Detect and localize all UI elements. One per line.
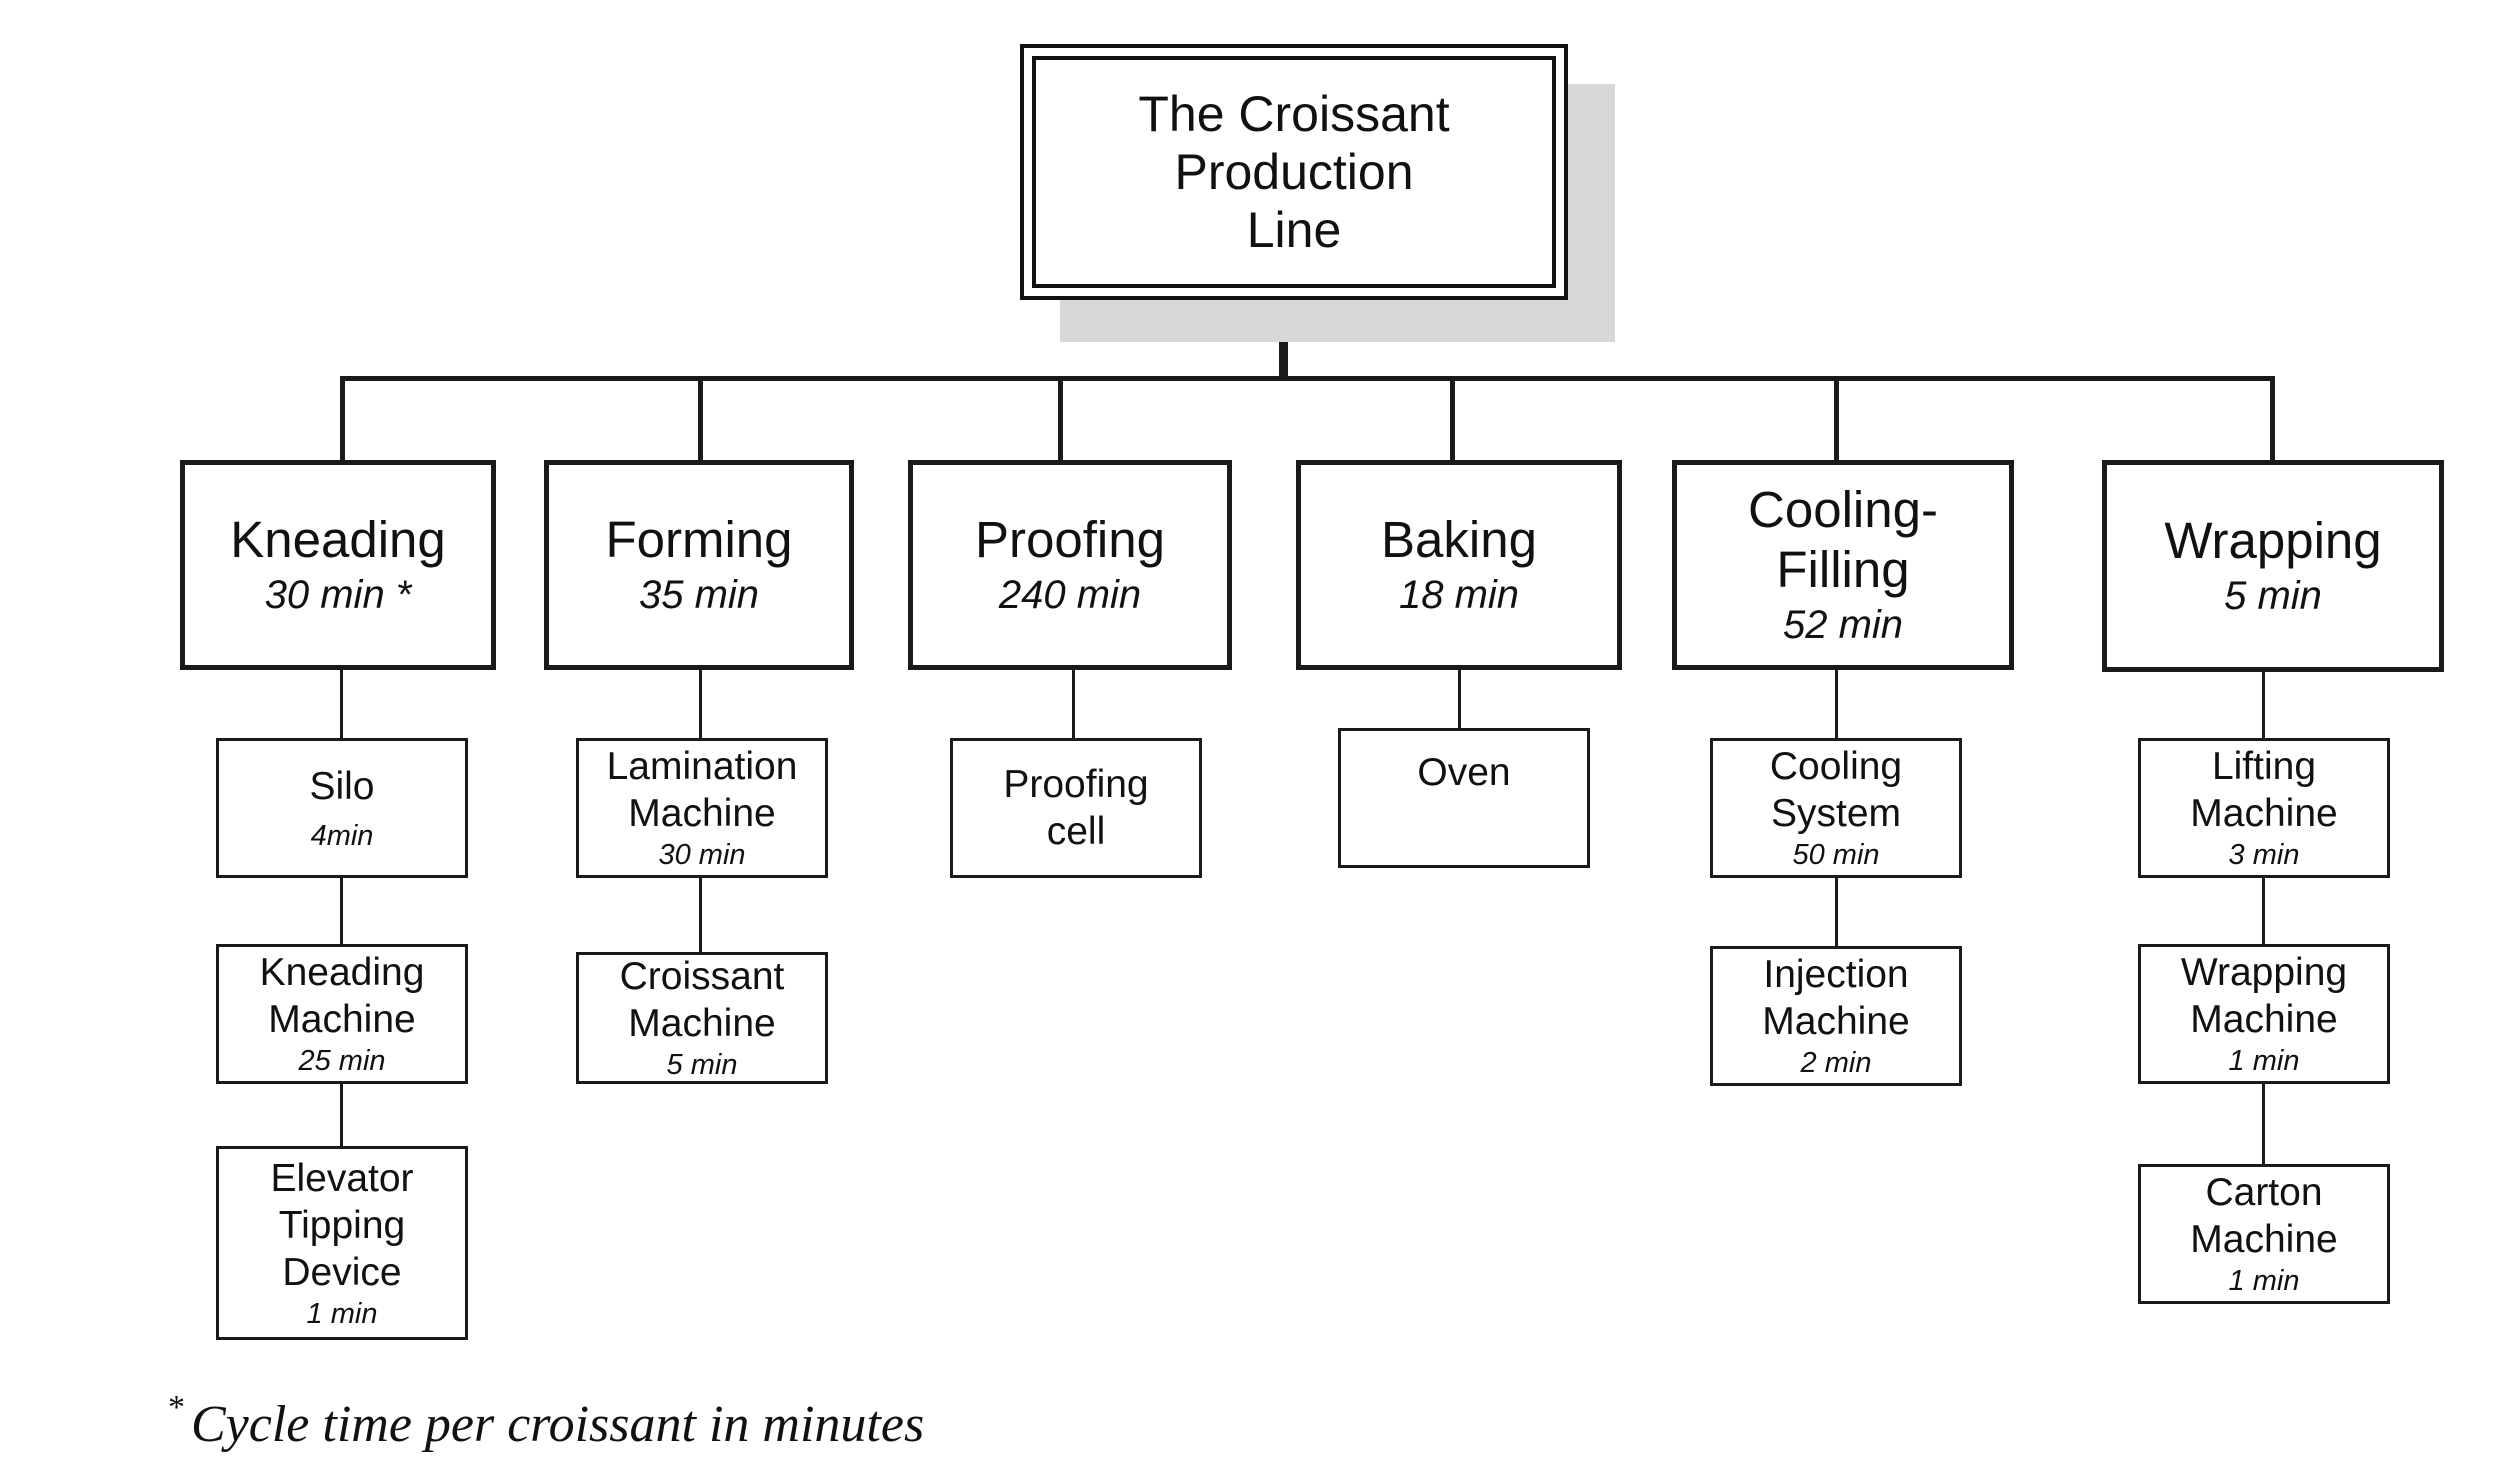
link-lifting-wrapping-machine bbox=[2262, 876, 2265, 946]
link-cooling-system bbox=[1835, 670, 1838, 740]
machine-lifting-machine: Lifting Machine 3 min bbox=[2138, 738, 2390, 878]
category-wrapping: Wrapping 5 min bbox=[2102, 460, 2444, 672]
drop-proofing bbox=[1058, 376, 1063, 462]
machine-time: 4min bbox=[310, 819, 374, 852]
link-wrapping-machine-carton bbox=[2262, 1082, 2265, 1166]
category-name: Forming bbox=[605, 511, 793, 568]
category-baking: Baking 18 min bbox=[1296, 460, 1622, 670]
machine-injection-machine: Injection Machine 2 min bbox=[1710, 946, 1962, 1086]
link-cooling-injection bbox=[1835, 876, 1838, 948]
category-name: Proofing bbox=[975, 511, 1165, 568]
category-proofing: Proofing 240 min bbox=[908, 460, 1232, 670]
machine-name-line-2: Machine bbox=[2190, 1218, 2338, 1261]
link-proofing-cell bbox=[1072, 670, 1075, 740]
category-time: 52 min bbox=[1782, 603, 1904, 647]
machine-name-line-2: Machine bbox=[2190, 792, 2338, 835]
machine-name-line-2: Machine bbox=[268, 998, 416, 1041]
category-cooling-filling: Cooling- Filling 52 min bbox=[1672, 460, 2014, 670]
machine-name-line-2: Machine bbox=[628, 792, 776, 835]
root-title-line-1: The Croissant bbox=[1138, 86, 1450, 142]
machine-name-line-2: System bbox=[1770, 792, 1902, 835]
drop-wrapping bbox=[2270, 376, 2275, 462]
category-name: Kneading bbox=[230, 511, 446, 568]
machine-time: 1 min bbox=[2228, 1045, 2300, 1077]
root-title-line-2: Production bbox=[1174, 144, 1414, 200]
machine-name: Cooling bbox=[1769, 745, 1903, 788]
machine-name: Silo bbox=[309, 764, 375, 808]
machine-time: 1 min bbox=[2228, 1265, 2300, 1297]
category-time: 240 min bbox=[998, 573, 1142, 617]
machine-elevator-tipping-device: Elevator Tipping Device 1 min bbox=[216, 1146, 468, 1340]
machine-name: Lamination bbox=[606, 745, 798, 788]
category-name: Cooling- bbox=[1748, 481, 1938, 538]
machine-silo: Silo 4min bbox=[216, 738, 468, 878]
machine-time: 30 min bbox=[658, 839, 746, 871]
machine-name: Kneading bbox=[259, 951, 425, 994]
machine-name: Injection bbox=[1763, 953, 1909, 996]
machine-name: Lifting bbox=[2211, 745, 2317, 788]
machine-name-line-2: Machine bbox=[628, 1002, 776, 1045]
machine-name-line-2: Machine bbox=[1762, 1000, 1910, 1043]
category-time: 35 min bbox=[638, 573, 760, 617]
link-lamination-croissant bbox=[699, 876, 702, 954]
category-time: 30 min * bbox=[264, 573, 412, 617]
machine-cooling-system: Cooling System 50 min bbox=[1710, 738, 1962, 878]
machine-name-line-2: Tipping bbox=[278, 1203, 406, 1247]
machine-name-line-2: cell bbox=[1046, 810, 1106, 853]
machine-time: 50 min bbox=[1792, 839, 1880, 871]
machine-time: 3 min bbox=[2228, 839, 2300, 871]
machine-name: Croissant bbox=[619, 955, 785, 998]
machine-wrapping-machine: Wrapping Machine 1 min bbox=[2138, 944, 2390, 1084]
category-forming: Forming 35 min bbox=[544, 460, 854, 670]
machine-kneading-machine: Kneading Machine 25 min bbox=[216, 944, 468, 1084]
drop-forming bbox=[698, 376, 703, 462]
drop-baking bbox=[1450, 376, 1455, 462]
machine-name: Oven bbox=[1417, 751, 1511, 794]
machine-name: Wrapping bbox=[2180, 951, 2348, 994]
footnote: *Cycle time per croissant in minutes bbox=[168, 1389, 925, 1454]
category-time: 5 min bbox=[2224, 574, 2322, 618]
category-name: Wrapping bbox=[2164, 512, 2382, 569]
machine-proofing-cell: Proofing cell bbox=[950, 738, 1202, 878]
category-kneading: Kneading 30 min * bbox=[180, 460, 496, 670]
machine-oven: Oven bbox=[1338, 728, 1590, 868]
link-kneading-machine-elevator bbox=[340, 1082, 343, 1148]
machine-time: 2 min bbox=[1800, 1047, 1872, 1079]
machine-croissant-machine: Croissant Machine 5 min bbox=[576, 952, 828, 1084]
machine-name: Proofing bbox=[1003, 763, 1149, 806]
category-name: Baking bbox=[1381, 511, 1537, 568]
machine-carton-machine: Carton Machine 1 min bbox=[2138, 1164, 2390, 1304]
machine-time: 5 min bbox=[666, 1049, 738, 1081]
root-title-line-3: Line bbox=[1246, 202, 1342, 258]
category-name-line-2: Filling bbox=[1776, 541, 1910, 598]
machine-name: Elevator bbox=[270, 1156, 414, 1200]
machine-name: Carton bbox=[2205, 1171, 2323, 1214]
link-forming-lamination bbox=[699, 670, 702, 740]
link-baking-oven bbox=[1458, 670, 1461, 730]
link-wrapping-lifting bbox=[2262, 664, 2265, 740]
footnote-marker: * bbox=[168, 1389, 185, 1426]
machine-name-line-2: Machine bbox=[2190, 998, 2338, 1041]
drop-cooling bbox=[1834, 376, 1839, 462]
machine-time: 1 min bbox=[306, 1297, 378, 1330]
machine-lamination-machine: Lamination Machine 30 min bbox=[576, 738, 828, 878]
category-time: 18 min bbox=[1398, 573, 1520, 617]
link-silo-kneading-machine bbox=[340, 876, 343, 946]
machine-name-line-3: Device bbox=[282, 1250, 402, 1294]
drop-kneading bbox=[340, 376, 345, 462]
root-box: The Croissant Production Line bbox=[1020, 44, 1568, 300]
machine-time: 25 min bbox=[298, 1045, 386, 1077]
link-kneading-silo bbox=[340, 670, 343, 740]
horizontal-bus bbox=[340, 376, 2275, 381]
footnote-text: Cycle time per croissant in minutes bbox=[191, 1396, 925, 1453]
